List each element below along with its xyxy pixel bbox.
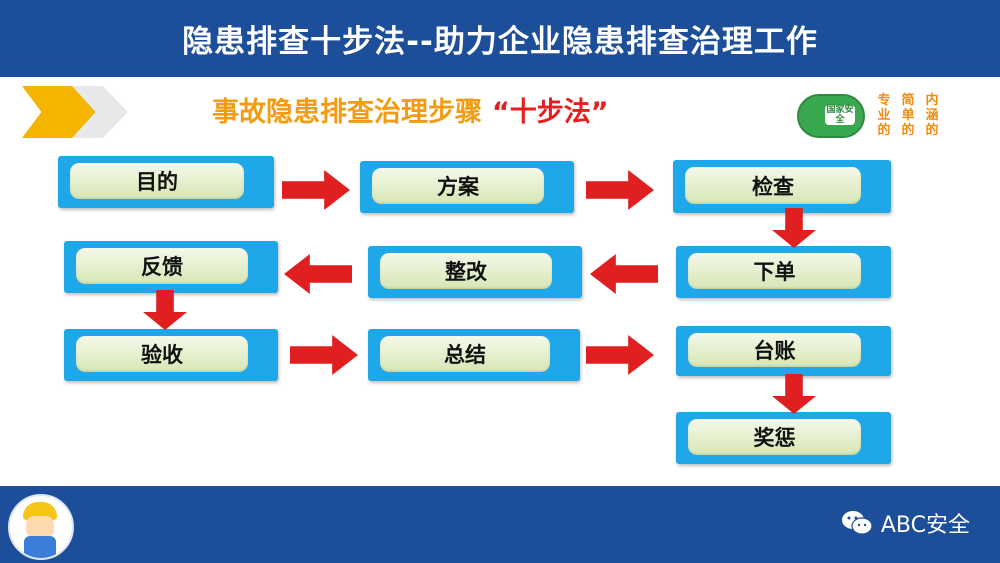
step-label: 目的 bbox=[70, 163, 244, 199]
arrow-right-icon bbox=[282, 170, 350, 210]
mascot-avatar bbox=[8, 494, 74, 560]
logo-badge: 国家安全 bbox=[825, 105, 855, 125]
logo-char: 涵 bbox=[925, 108, 939, 123]
logo-icon: 国家安全 bbox=[797, 94, 865, 138]
subtitle-accent: “十步法” bbox=[492, 97, 609, 128]
step-zongjie: 总结 bbox=[368, 329, 580, 381]
step-label: 总结 bbox=[380, 336, 550, 372]
step-jiangcheng: 奖惩 bbox=[676, 412, 891, 464]
step-label: 台账 bbox=[688, 333, 861, 367]
step-label: 反馈 bbox=[76, 248, 248, 284]
logo-char: 简 bbox=[901, 93, 915, 108]
logo: 国家安全 专 简 内 业 单 涵 的的的 bbox=[793, 93, 943, 138]
step-label: 检查 bbox=[685, 167, 861, 204]
helmet-icon bbox=[23, 502, 57, 520]
brand-text: ABC安全 bbox=[880, 513, 970, 538]
step-xiadan: 下单 bbox=[676, 246, 891, 298]
logo-char: 专 bbox=[877, 93, 891, 108]
arrow-down-icon bbox=[772, 374, 816, 414]
arrow-right-icon bbox=[290, 335, 358, 375]
step-fankui: 反馈 bbox=[64, 241, 278, 293]
brand-watermark: ABC安全 bbox=[841, 506, 970, 540]
logo-char: 内 bbox=[925, 93, 939, 108]
arrow-left-icon bbox=[590, 254, 658, 294]
logo-char: 的 bbox=[925, 123, 939, 138]
step-zhenggai: 整改 bbox=[368, 246, 582, 298]
step-label: 奖惩 bbox=[688, 419, 861, 455]
step-label: 验收 bbox=[76, 336, 248, 372]
step-label: 整改 bbox=[380, 253, 552, 289]
step-label: 方案 bbox=[372, 168, 544, 204]
step-label: 下单 bbox=[688, 253, 861, 289]
step-fangan: 方案 bbox=[360, 161, 574, 213]
arrow-down-icon bbox=[143, 290, 187, 330]
arrow-down-icon bbox=[772, 208, 816, 248]
logo-char: 的 bbox=[877, 123, 891, 138]
step-mudi: 目的 bbox=[58, 156, 274, 208]
header-bar: 隐患排查十步法--助力企业隐患排查治理工作 bbox=[0, 0, 1000, 77]
page-title: 隐患排查十步法--助力企业隐患排查治理工作 bbox=[182, 24, 818, 60]
subtitle: 事故隐患排查治理步骤 “十步法” bbox=[212, 92, 609, 134]
subtitle-main: 事故隐患排查治理步骤 bbox=[212, 97, 482, 128]
step-jiancha: 检查 bbox=[673, 160, 891, 213]
logo-text: 专 简 内 业 单 涵 的的的 bbox=[873, 93, 943, 138]
arrow-right-icon bbox=[586, 335, 654, 375]
body-icon bbox=[24, 536, 56, 558]
arrow-left-icon bbox=[284, 254, 352, 294]
wechat-icon bbox=[841, 511, 873, 535]
footer-bar bbox=[0, 486, 1000, 563]
logo-char: 单 bbox=[901, 108, 915, 123]
step-yanshou: 验收 bbox=[64, 329, 278, 381]
face-icon bbox=[26, 516, 54, 538]
logo-char: 业 bbox=[877, 108, 891, 123]
step-taizhang: 台账 bbox=[676, 326, 891, 376]
logo-char: 的 bbox=[901, 123, 915, 138]
arrow-right-icon bbox=[586, 170, 654, 210]
